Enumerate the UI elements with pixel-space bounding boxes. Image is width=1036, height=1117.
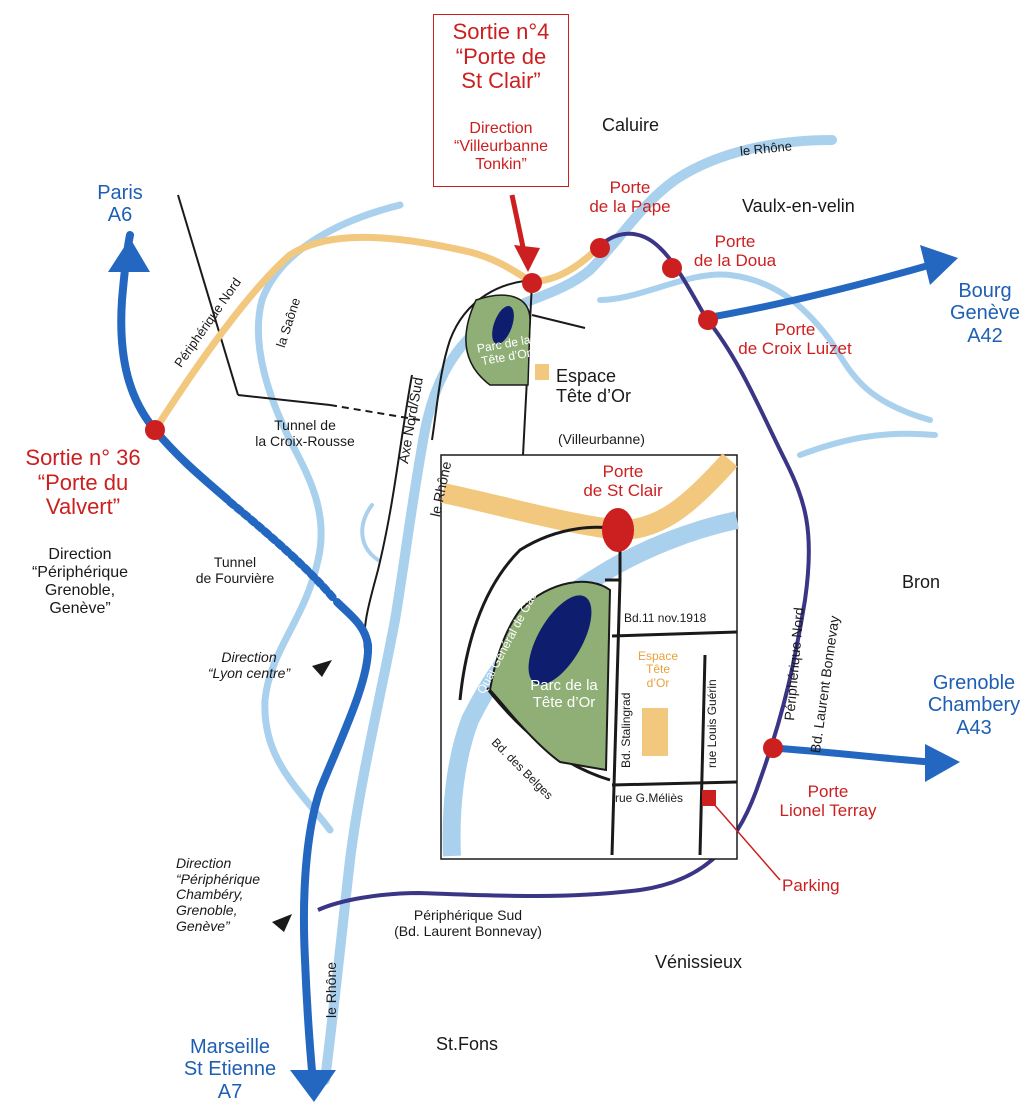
- road-east: [531, 314, 586, 329]
- dest-grenoble: Grenoble Chambery A43: [927, 672, 1021, 739]
- rhone-east-arm: [797, 430, 938, 458]
- town-stfons: St.Fons: [436, 1034, 499, 1054]
- a6-south-motorway: [151, 426, 232, 504]
- exit36-dot: [145, 420, 165, 440]
- dest-marseille: Marseille St Etienne A7: [183, 1036, 277, 1103]
- marseille-arrow-icon: [290, 1070, 336, 1102]
- tunnel-fourviere-label: Tunnel de Fourvière: [195, 554, 275, 586]
- inset-bd-stalingrad-label: Bd. Stalingrad: [619, 692, 633, 768]
- porte-lionel-terray-dot: [763, 738, 783, 758]
- town-vaulx: Vaulx-en-velin: [742, 196, 855, 216]
- periph-est-road: [317, 231, 811, 912]
- a6-dashed: [226, 498, 339, 604]
- exit4-callout-box: [433, 14, 569, 187]
- espace-label: Espace Tête d’Or: [556, 366, 632, 407]
- porte-pape-dot: [590, 238, 610, 258]
- direction-chambery-label: Direction “Périphérique Chambéry, Grenob…: [176, 855, 261, 934]
- espace-villeurbanne-label: (Villeurbanne): [558, 431, 645, 447]
- paris-arrow-icon: [108, 238, 150, 272]
- porte-st-clair-label: Porte de St Clair: [583, 462, 663, 501]
- porte-doua-dot: [662, 258, 682, 278]
- direction-lyon-icon: [312, 660, 332, 677]
- road-west: [177, 194, 239, 396]
- inset-espace-label: Espace Tête d’Or: [637, 649, 679, 690]
- a42-motorway: [702, 261, 934, 322]
- road-west-2: [237, 394, 331, 406]
- direction-lyon-label: Direction “Lyon centre”: [207, 649, 291, 681]
- exit4-dot: [522, 273, 542, 293]
- tunnel-dashed: [329, 404, 421, 421]
- dest-paris: Paris A6: [97, 182, 143, 227]
- bourg-arrow-icon: [920, 245, 958, 285]
- porte-st-clair-dot: [602, 508, 634, 552]
- dest-bourg: Bourg Genève A42: [949, 280, 1021, 347]
- parking-label: Parking: [782, 876, 840, 895]
- rhone-east-loop: [597, 271, 933, 423]
- porte-croix-luizet-dot: [698, 310, 718, 330]
- porte-croix-luizet-label: Porte de Croix Luizet: [738, 320, 852, 359]
- tunnel-croix-rousse-label: Tunnel de la Croix-Rousse: [255, 417, 355, 449]
- saone-river: [254, 201, 404, 834]
- town-caluire: Caluire: [602, 115, 660, 135]
- exit4-arrow-icon: [514, 245, 540, 272]
- inset-bd-11nov-label: Bd.11 nov.1918: [624, 611, 707, 625]
- road-quai: [431, 279, 541, 441]
- exit36-direction: Direction “Périphérique Grenoble, Genève…: [31, 546, 129, 617]
- direction-chambery-icon: [272, 914, 292, 932]
- exit4-direction: Direction “Villeurbanne Tonkin”: [454, 120, 548, 173]
- parking-leader: [711, 801, 781, 881]
- inset-map: [440, 453, 739, 860]
- espace-marker-inset: [642, 708, 668, 756]
- porte-pape-label: Porte de la Pape: [589, 178, 671, 217]
- river-rhone-south-label: le Rhône: [323, 961, 339, 1018]
- inset-rue-melies-label: rue G.Méliès: [615, 791, 684, 805]
- a43-motorway: [769, 744, 934, 766]
- town-bron: Bron: [902, 572, 941, 592]
- a7-motorway: [299, 598, 373, 1086]
- porte-doua-label: Porte de la Doua: [693, 232, 777, 271]
- lake-small: [492, 305, 514, 345]
- exit4-arrow-shaft: [509, 194, 527, 253]
- porte-lionel-terray-label: Porte Lionel Terray: [779, 782, 877, 821]
- exit36-title: Sortie n° 36 “Porte du Valvert”: [25, 445, 141, 520]
- espace-marker-small: [535, 364, 549, 380]
- grenoble-arrow-icon: [925, 744, 960, 782]
- road-axe: [363, 374, 413, 651]
- inset-park-label: Parc de la Tête d’Or: [530, 677, 598, 711]
- exit4-title: Sortie n°4 “Porte de St Clair”: [452, 19, 550, 94]
- periph-sud-label: Périphérique Sud (Bd. Laurent Bonnevay): [394, 907, 542, 939]
- rhone-river: [320, 135, 837, 1085]
- canal: [360, 503, 380, 562]
- inset-rue-guerin-label: rue Louis Guérin: [705, 679, 719, 768]
- town-venissieux: Vénissieux: [655, 952, 743, 972]
